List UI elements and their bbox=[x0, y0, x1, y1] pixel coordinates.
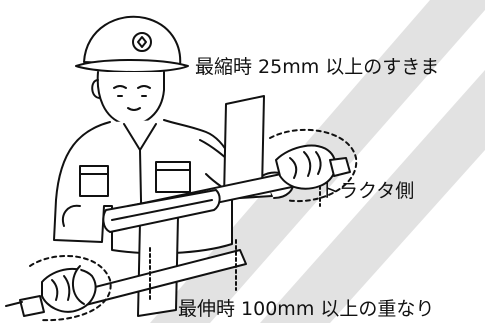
helmet-emblem-icon bbox=[132, 32, 152, 52]
label-min-clearance: 最縮時 25mm 以上のすきま bbox=[195, 56, 440, 78]
shaft-lower bbox=[5, 249, 247, 322]
guide-lines bbox=[149, 185, 321, 301]
shaft-guard bbox=[102, 189, 221, 233]
lower-plate bbox=[137, 215, 179, 317]
label-max-overlap: 最伸時 100mm 以上の重なり bbox=[178, 298, 435, 320]
stripe-right bbox=[260, 70, 485, 323]
label-tractor-side: トラクタ側 bbox=[320, 180, 415, 202]
face bbox=[96, 71, 165, 126]
jacket bbox=[53, 119, 236, 255]
